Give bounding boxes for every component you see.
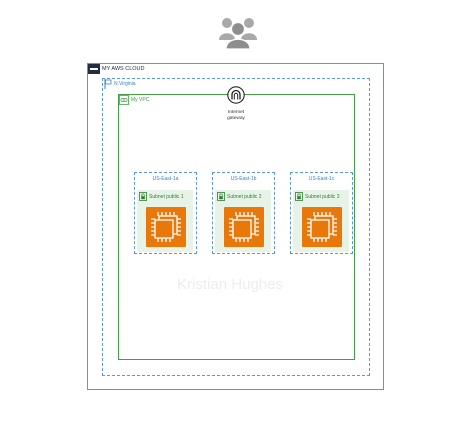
region-flag-icon — [104, 79, 112, 89]
subnet-public-1-label: Subnet public 1 — [149, 194, 184, 200]
availability-zone-2 — [212, 172, 275, 254]
availability-zone-1-label: US-East-1a — [152, 176, 179, 182]
watermark: Kristian Hughes — [177, 276, 283, 293]
vpc-label: My VPC — [131, 97, 150, 103]
aws-cloud-label: MY AWS CLOUD — [102, 66, 145, 72]
subnet-public-3-label: Subnet public 3 — [305, 194, 340, 200]
availability-zone-2-label: US-East-1b — [230, 176, 257, 182]
region-group — [102, 78, 370, 376]
subnet-public-2-label: Subnet public 2 — [227, 194, 262, 200]
users-group-icon — [219, 18, 257, 50]
region-label: N.Virginia — [114, 81, 136, 87]
ec2-instance-1 — [146, 207, 186, 247]
ec2-instance-3 — [302, 207, 342, 247]
availability-zone-3 — [290, 172, 353, 254]
aws-logo-smile — [90, 68, 98, 70]
vpc-icon — [119, 95, 129, 105]
availability-zone-3-label: US-East-1c — [308, 176, 335, 182]
availability-zone-1 — [134, 172, 197, 254]
internet-gateway-label-line1: Internet — [227, 110, 245, 115]
subnet-lock-icon — [139, 192, 147, 201]
internet-gateway-label-line2: gateway — [227, 116, 245, 121]
internet-gateway-label: Internet gateway — [216, 110, 256, 122]
aws-cloud-group — [87, 63, 384, 390]
ec2-instance-icon — [229, 212, 259, 242]
ec2-instance-icon — [307, 212, 337, 242]
ec2-instance-2 — [224, 207, 264, 247]
subnet-lock-icon — [217, 192, 225, 201]
subnet-lock-icon — [295, 192, 303, 201]
ec2-instance-icon — [151, 212, 181, 242]
internet-gateway-icon — [227, 86, 245, 104]
